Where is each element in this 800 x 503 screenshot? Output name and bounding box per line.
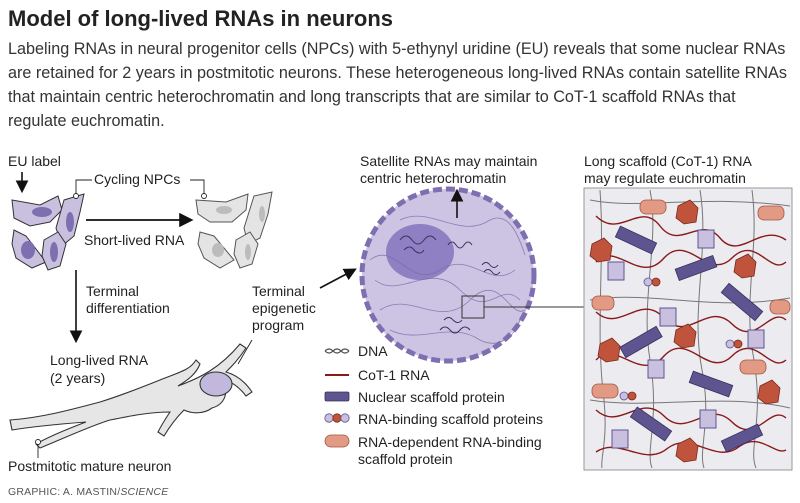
cycling-npc-callout	[73, 179, 207, 199]
terminal-epigenetic-label-2: epigenetic	[252, 300, 316, 316]
rna-binding-scaffold-icon	[324, 413, 350, 423]
terminal-differentiation-label-2: differentiation	[86, 300, 170, 316]
scaffold-rna-label-1: Long scaffold (CoT-1) RNA	[584, 153, 752, 169]
legend-cot1-label: CoT-1 RNA	[358, 367, 430, 383]
cycling-npc-cluster-left	[11, 193, 85, 271]
long-lived-rna-label-1: Long-lived RNA	[50, 352, 149, 368]
rna-dependent-protein-icon	[324, 434, 350, 448]
euchromatin-zoom-panel	[583, 187, 793, 471]
dna-icon	[324, 348, 350, 354]
short-lived-rna-label: Short-lived RNA	[84, 232, 185, 248]
scaffold-rna-label-2: may regulate euchromatin	[584, 170, 746, 186]
figure-title: Model of long-lived RNAs in neurons	[8, 6, 393, 31]
eu-label: EU label	[8, 153, 61, 169]
nucleus	[359, 186, 537, 364]
satellite-rna-label-1: Satellite RNAs may maintain	[360, 153, 538, 169]
mature-neuron	[9, 343, 253, 449]
satellite-rna-label-2: centric heterochromatin	[360, 170, 507, 186]
nuclear-scaffold-protein-icon	[324, 391, 350, 402]
cycling-npc-cluster-right	[195, 191, 273, 269]
cycling-npcs-label: Cycling NPCs	[94, 171, 181, 187]
legend-rna-binding-scaffold-label: RNA-binding scaffold proteins	[358, 411, 543, 427]
legend-rna-dependent-label-2: scaffold protein	[358, 451, 453, 467]
credit-source: SCIENCE	[120, 486, 169, 498]
terminal-epigenetic-label-1: Terminal	[252, 283, 305, 299]
legend-nuclear-scaffold-label: Nuclear scaffold protein	[358, 389, 505, 405]
legend-dna-label: DNA	[358, 343, 388, 359]
neuron-callout	[35, 339, 253, 458]
graphic-credit: GRAPHIC: A. MASTIN/SCIENCE	[8, 486, 168, 498]
postmitotic-neuron-label: Postmitotic mature neuron	[8, 458, 172, 474]
terminal-epigenetic-label-3: program	[252, 317, 305, 333]
long-lived-rna-label-2: (2 years)	[50, 370, 106, 386]
terminal-differentiation-label-1: Terminal	[86, 283, 139, 299]
epigenetic-arrow	[319, 268, 357, 289]
legend-rna-dependent-label-1: RNA-dependent RNA-binding	[358, 434, 542, 450]
credit-prefix: GRAPHIC: A. MASTIN/	[8, 486, 121, 498]
intro-text: Labeling RNAs in neural progenitor cells…	[8, 40, 787, 130]
